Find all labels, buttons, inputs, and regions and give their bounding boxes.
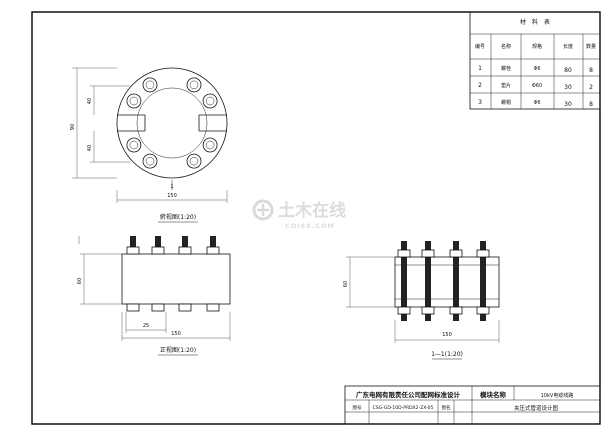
front-body <box>121 253 231 305</box>
watermark: 土木在线 COI88.COM <box>252 199 346 230</box>
bolt-hole <box>126 137 142 153</box>
flange-outer-circle <box>116 67 228 179</box>
section-dim-height: 60 <box>343 281 349 287</box>
sheet-border <box>31 11 601 425</box>
title-block: 广东电网有限责任公司配网标准设计 模块名称 10kV电缆线路 图号 CSG-GD… <box>344 385 601 425</box>
row-1-spec: Φ6 <box>533 66 540 72</box>
front-bolt <box>178 236 192 312</box>
material-table-title: 材 料 表 <box>520 18 550 26</box>
bolt-holes <box>126 77 218 169</box>
row-1-no: 1 <box>478 65 482 72</box>
front-bolts <box>126 236 220 312</box>
section-bolt <box>397 241 411 321</box>
front-view-label: 正视图(1:20) <box>160 346 196 354</box>
row-2-no: 2 <box>478 82 482 89</box>
front-dim-width: 150 <box>171 331 181 337</box>
section-body <box>394 256 500 308</box>
row-2-spec: Φ60 <box>532 83 542 89</box>
flange-inner-circle <box>136 87 208 159</box>
front-bolt <box>126 236 140 312</box>
section-bolt <box>476 241 490 321</box>
section-bolts <box>397 241 490 321</box>
bolt-hole <box>126 93 142 109</box>
front-dim-inner: 25 <box>143 323 149 329</box>
material-table: 材 料 表 编号 名称 规格 长度 数量 1 螺栓 Φ6 80 8 2 垫片 Φ… <box>469 11 601 110</box>
section-view: 60 150 1—1(1:20) <box>343 241 500 360</box>
section-view-label: 1—1(1:20) <box>431 351 463 358</box>
watermark-logo-icon <box>252 199 274 221</box>
section-bolt <box>449 241 463 321</box>
bolt-hole <box>186 153 202 169</box>
drawing-name: 夹压式管道设计图 <box>514 404 559 412</box>
bolt-hole <box>202 93 218 109</box>
top-dim-c: 1 <box>170 184 173 190</box>
header-length: 长度 <box>563 43 573 50</box>
row-3-spec: Φ6 <box>533 100 540 106</box>
row-1-name: 螺栓 <box>501 65 511 72</box>
row-2-qty: 2 <box>589 84 593 91</box>
header-name: 名称 <box>501 43 511 50</box>
top-dim-left: 90 <box>70 124 76 130</box>
watermark-sub: COI88.COM <box>285 222 335 230</box>
row-3-name: 螺帽 <box>501 99 511 106</box>
front-bolt <box>206 236 220 312</box>
row-2-name: 垫片 <box>501 82 511 89</box>
section-dim-width: 150 <box>442 332 452 338</box>
top-dim-a: 40 <box>87 98 93 104</box>
row-1-length: 80 <box>564 67 572 74</box>
front-dim-height: 60 <box>77 278 83 284</box>
row-3-length: 30 <box>564 101 572 108</box>
top-dim-b: 40 <box>87 145 93 151</box>
drawing-no: CSG-GD-10D-PRDX2-ZX-05 <box>373 405 434 411</box>
row-2-length: 30 <box>564 84 572 91</box>
header-qty: 数量 <box>586 43 596 50</box>
bolt-hole <box>142 77 158 93</box>
row-3-no: 3 <box>478 99 482 106</box>
drawing-no-label: 图号 <box>353 405 362 411</box>
header-spec: 规格 <box>532 43 542 50</box>
row-3-qty: 8 <box>589 101 593 108</box>
top-dim-total: 150 <box>167 193 177 199</box>
row-1-qty: 8 <box>589 67 593 74</box>
module-label: 模块名称 <box>480 390 507 399</box>
section-bolt <box>421 241 435 321</box>
module-value: 10kV电缆线路 <box>541 392 574 399</box>
bolt-hole <box>142 153 158 169</box>
bolt-hole <box>186 77 202 93</box>
watermark-text: 土木在线 <box>278 200 346 221</box>
scale-label: 图名 <box>442 404 451 411</box>
company-name: 广东电网有限责任公司配网标准设计 <box>356 390 461 399</box>
front-view: 60 25 150 正视图(1:20) <box>77 236 231 356</box>
front-bolt <box>151 236 165 312</box>
header-no: 编号 <box>475 43 485 50</box>
top-view: 1 150 90 40 40 俯视图(1:20) <box>70 67 228 223</box>
top-view-label: 俯视图(1:20) <box>160 213 196 221</box>
bolt-hole <box>202 137 218 153</box>
